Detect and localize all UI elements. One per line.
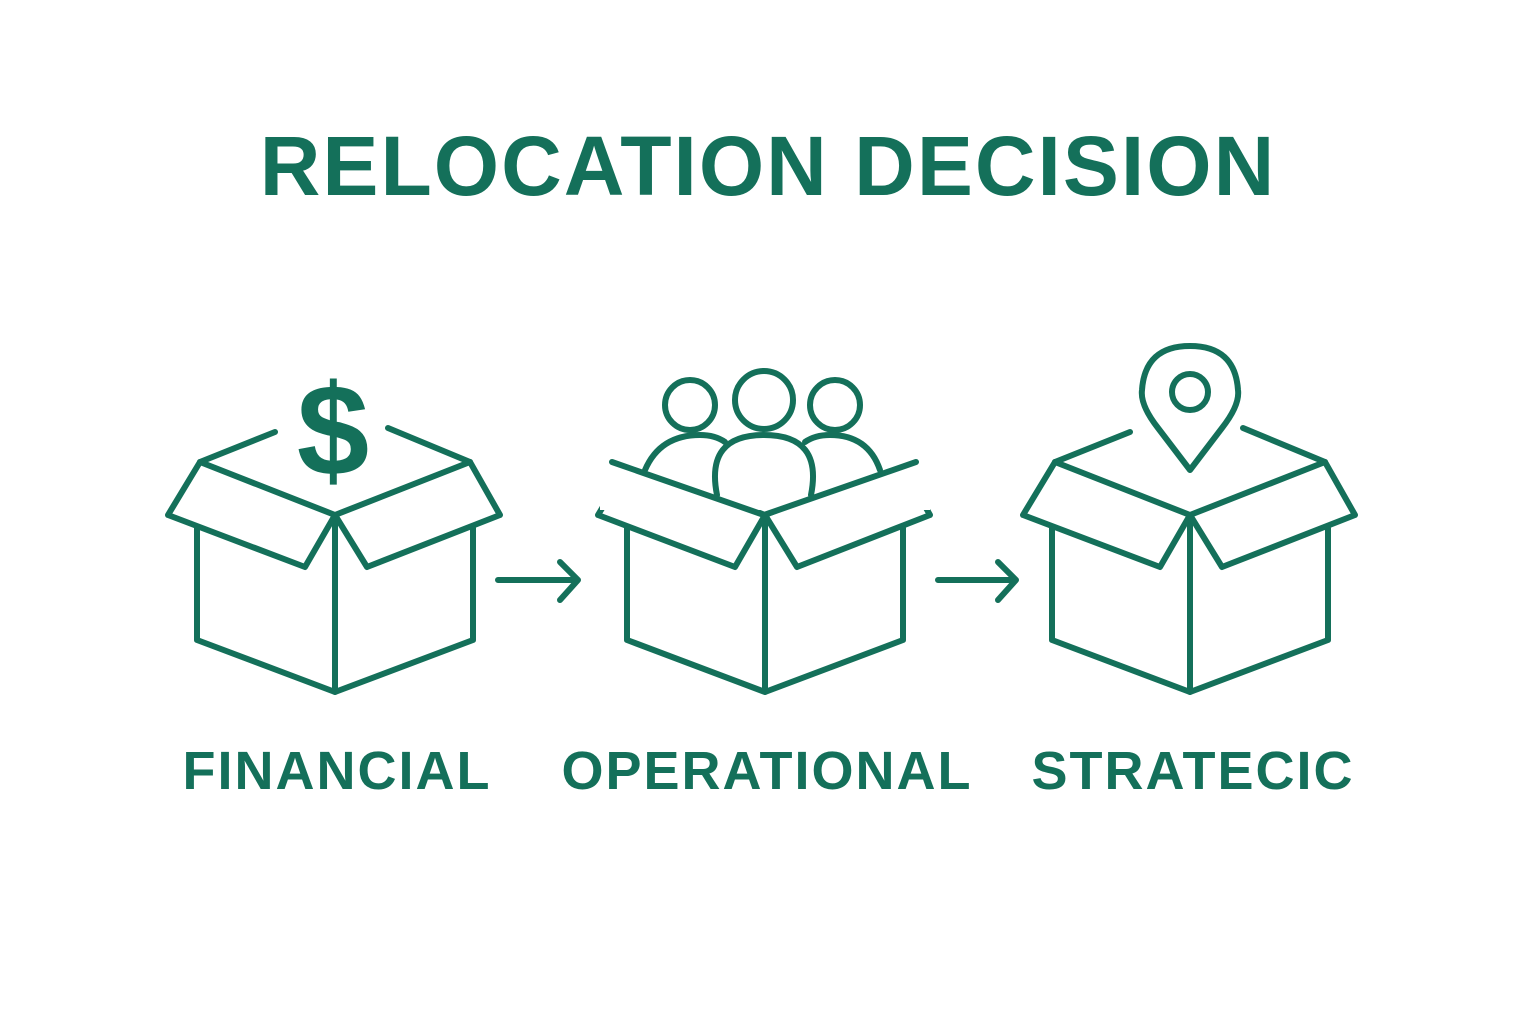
- arrow-icon: [935, 559, 1019, 603]
- diagram-title: RELOCATION DECISION: [259, 119, 1277, 213]
- dollar-icon: $: [297, 357, 369, 503]
- step-label-operational: OPERATIONAL: [561, 741, 973, 801]
- location-pin-icon: [1138, 343, 1242, 473]
- arrow-icon: [495, 559, 581, 603]
- step-label-strategic: STRATECIC: [1031, 741, 1355, 801]
- step-label-financial: FINANCIAL: [182, 741, 492, 801]
- people-icon: [600, 368, 930, 518]
